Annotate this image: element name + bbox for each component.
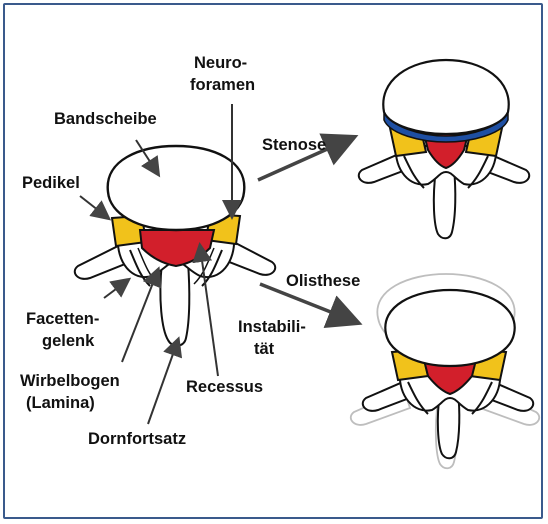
- vertebra-normal: [75, 146, 275, 346]
- label-stenose: Stenose: [262, 136, 326, 154]
- label-neuroforamen-1: Neuro-: [194, 54, 247, 72]
- label-pedikel: Pedikel: [22, 174, 80, 192]
- pointer-wirbelbogen: [122, 270, 158, 362]
- vertebra-stenosis: [359, 60, 529, 238]
- label-instabilitaet-1: Instabili-: [238, 318, 306, 336]
- vertebra-olisthesis: [351, 274, 539, 468]
- label-wirbelbogen-2: (Lamina): [26, 394, 95, 412]
- pointer-pedikel: [80, 196, 108, 218]
- label-neuroforamen-2: foramen: [190, 76, 255, 94]
- label-dornfortsatz: Dornfortsatz: [88, 430, 186, 448]
- label-facettengelenk-1: Facetten-: [26, 310, 99, 328]
- label-wirbelbogen-1: Wirbelbogen: [20, 372, 120, 390]
- pointer-dornfortsatz: [148, 340, 178, 424]
- label-olisthese: Olisthese: [286, 272, 360, 290]
- annotation-arrows: [258, 138, 356, 322]
- label-instabilitaet-2: tät: [254, 340, 275, 358]
- label-facettengelenk-2: gelenk: [42, 332, 95, 350]
- label-recessus: Recessus: [186, 378, 263, 396]
- label-bandscheibe: Bandscheibe: [54, 110, 157, 128]
- pointer-facettengelenk: [104, 280, 128, 298]
